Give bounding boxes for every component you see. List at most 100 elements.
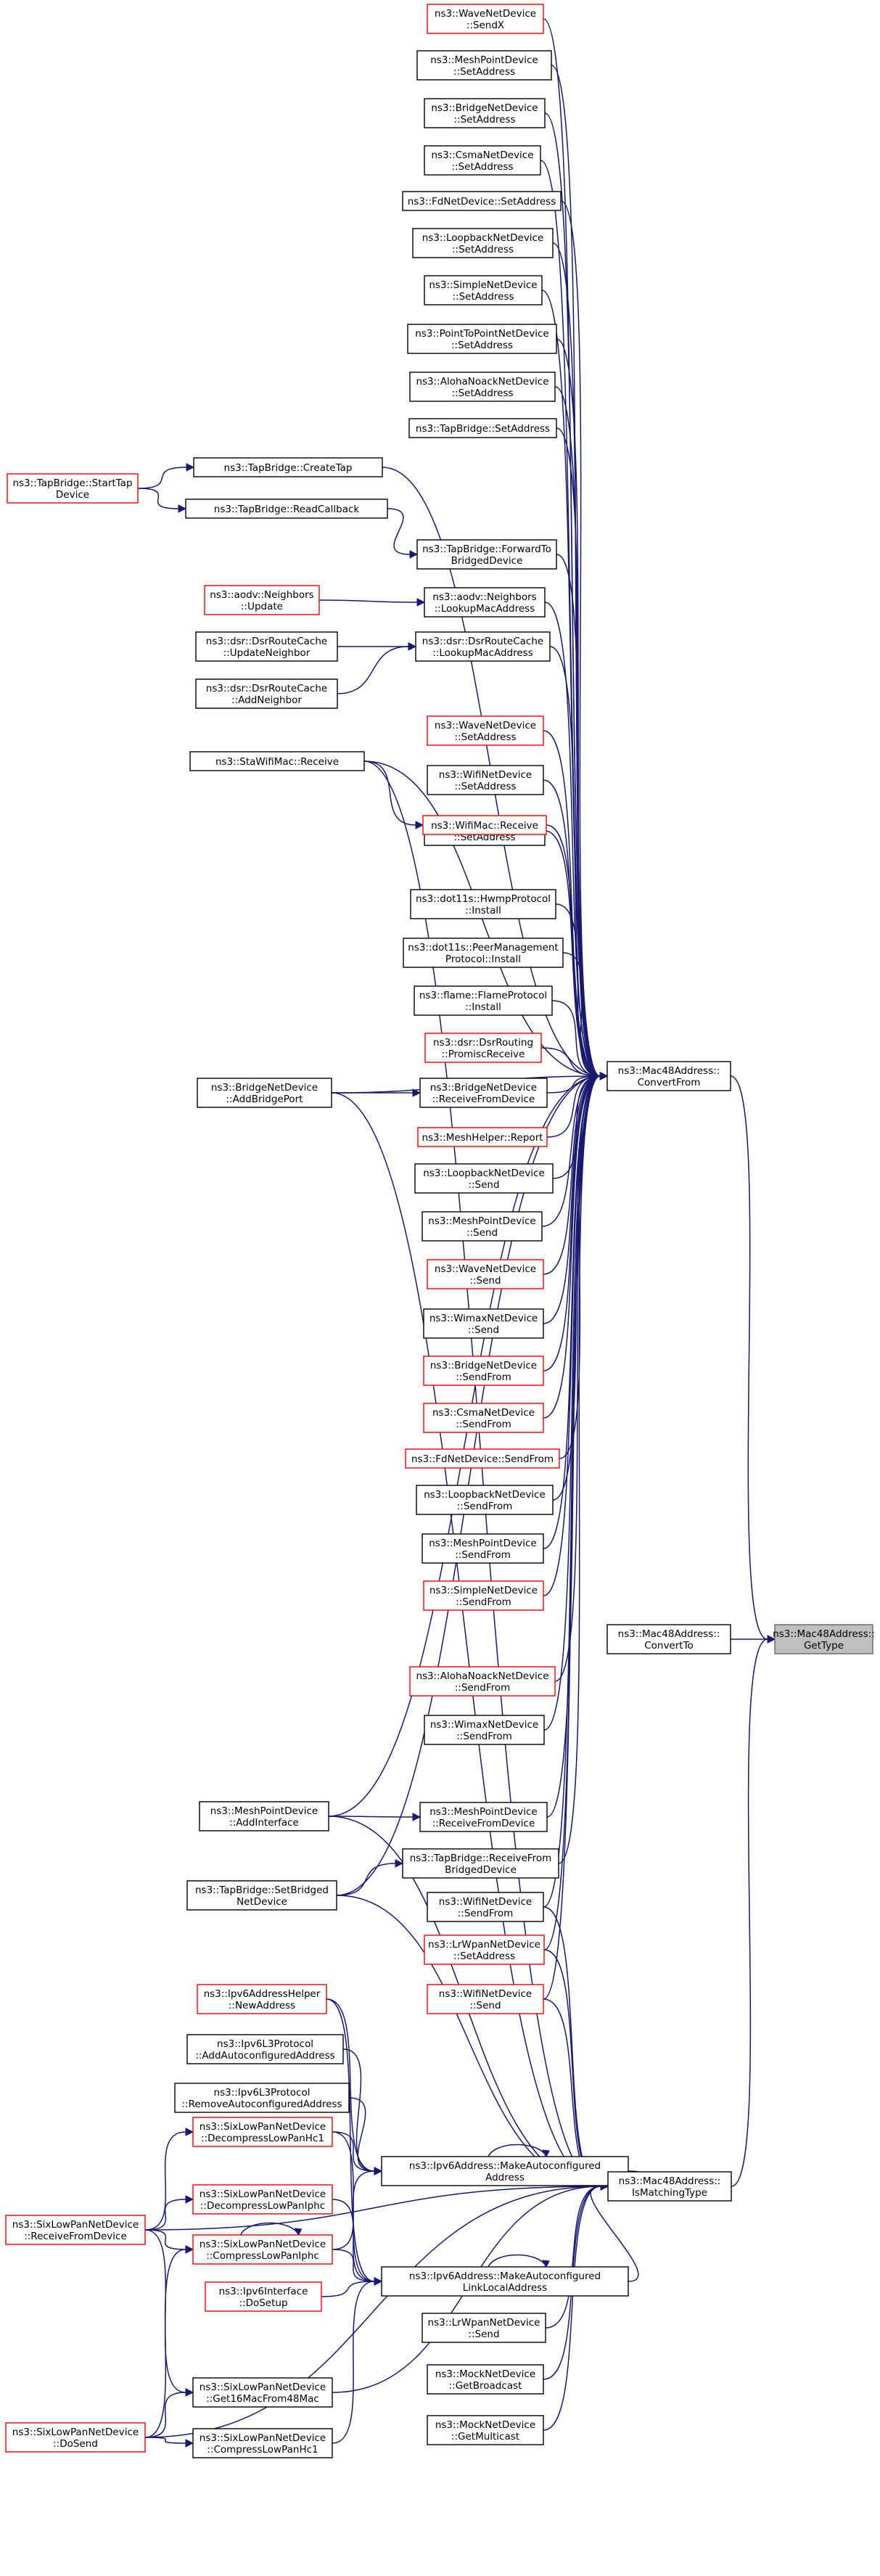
arrowhead-n67-to-n61 [185,2245,194,2254]
function-node[interactable]: ns3::Ipv6AddressHelper::NewAddress [197,1984,327,2014]
function-node[interactable]: ns3::CsmaNetDevice::SetAddress [424,145,541,176]
node-label: ns3::CsmaNetDevice [431,149,533,161]
function-node[interactable]: ns3::Ipv6L3Protocol::RemoveAutoconfigure… [174,2083,350,2113]
function-node[interactable]: ns3::LoopbackNetDevice::Send [414,1163,554,1194]
node-label: ::SendFrom [455,1682,511,1694]
edge-n54-to-n57 [342,2048,375,2172]
function-node[interactable]: ns3::dsr::DsrRouteCache::AddNeighbor [195,678,338,709]
edge-n58-to-n43 [731,1638,768,2187]
arrowhead-n61-self [294,2228,303,2236]
function-node[interactable]: ns3::MockNetDevice::GetMulticast [427,2415,544,2445]
node-label: ns3::SixLowPanNetDevice [200,2121,326,2133]
function-node[interactable]: ns3::WaveNetDevice::Send [427,1259,544,1289]
function-node[interactable]: ns3::dot11s::HwmpProtocol::Install [410,889,556,919]
edge-n41-to-n30 [543,1075,601,1596]
function-node[interactable]: ns3::TapBridge::CreateTap [193,457,383,477]
function-node[interactable]: ns3::AlohaNoackNetDevice::SendFrom [409,1666,556,1697]
node-label: ns3::aodv::Neighbors [432,591,536,603]
function-node[interactable]: ns3::dsr::DsrRouting::PromiscReceive [424,1033,542,1063]
function-node[interactable]: ns3::WifiNetDevice::SetAddress [427,765,544,795]
arrowhead-n49-to-n48 [395,1859,404,1868]
function-node[interactable]: ns3::MeshPointDevice::ReceiveFromDevice [419,1802,548,1832]
node-box [424,98,546,128]
node-label: ::DecompressLowPanHc1 [201,2133,324,2144]
node-label: ::SetAddress [451,387,513,399]
node-label: ::CompressLowPanIphc [206,2250,319,2262]
function-node[interactable]: ns3::dsr::DsrRouteCache::LookupMacAddres… [415,631,551,662]
function-node[interactable]: ns3::SixLowPanNetDevice::CompressLowPanI… [192,2234,333,2265]
function-node[interactable]: ns3::Mac48Address::IsMatchingType [607,2171,732,2202]
function-node[interactable]: ns3::WimaxNetDevice::SendFrom [424,1715,545,1745]
node-label: ns3::FdNetDevice::SetAddress [408,196,556,208]
function-node[interactable]: ns3::flame::FlameProtocol::Install [414,985,553,1016]
node-label: ::SetAddress [453,114,515,126]
node-box [409,372,556,402]
node-label: ns3::TapBridge::SetAddress [416,423,550,435]
function-node[interactable]: ns3::MeshPointDevice::AddInterface [199,1801,329,1831]
function-node[interactable]: ns3::CsmaNetDevice::SendFrom [423,1403,544,1433]
function-node[interactable]: ns3::Mac48Address::ConvertFrom [606,1061,731,1091]
function-node[interactable]: ns3::BridgeNetDevice::SetAddress [424,98,546,128]
node-box [606,1061,731,1091]
function-node[interactable]: ns3::BridgeNetDevice::SendFrom [423,1355,544,1386]
node-label: ns3::MeshPointDevice [430,54,538,66]
function-node[interactable]: ns3::StaWifiMac::Receive [189,751,365,771]
node-label: ::SetAddress [454,731,516,743]
node-label: ns3::MeshPointDevice [429,1538,537,1549]
function-node[interactable]: ns3::TapBridge::SetAddress [408,418,557,438]
function-node[interactable]: ns3::MeshPointDevice::Send [422,1211,543,1242]
function-node[interactable]: ns3::Ipv6Interface::DoSetup [205,2281,322,2312]
function-node[interactable]: ns3::FdNetDevice::SendFrom [405,1448,560,1469]
node-label: ::SendFrom [456,1371,511,1383]
function-node[interactable]: ns3::MeshPointDevice::SetAddress [416,50,552,81]
function-node[interactable]: ns3::Ipv6Address::MakeAutoconfiguredAddr… [381,2156,629,2186]
function-node[interactable]: ns3::Ipv6L3Protocol::AddAutoconfiguredAd… [186,2034,344,2064]
function-node[interactable]: ns3::PointToPointNetDevice::SetAddress [407,324,557,354]
function-node[interactable]: ns3::WifiNetDevice::Send [427,1984,544,2014]
function-node[interactable]: ns3::Ipv6Address::MakeAutoconfiguredLink… [381,2266,629,2297]
function-node[interactable]: ns3::SixLowPanNetDevice::DecompressLowPa… [192,2117,333,2147]
node-label: ::DoSetup [239,2297,287,2309]
function-node[interactable]: ns3::LrWpanNetDevice::SetAddress [424,1935,545,1965]
function-node[interactable]: ns3::SixLowPanNetDevice::Get16MacFrom48M… [192,2377,333,2408]
node-label: ns3::dsr::DsrRouteCache [206,636,327,647]
function-node[interactable]: ns3::WimaxNetDevice::Send [423,1308,544,1339]
function-node[interactable]: ns3::MeshPointDevice::SendFrom [422,1533,544,1564]
function-node[interactable]: ns3::MockNetDevice::GetBroadcast [427,2364,544,2395]
function-node[interactable]: ns3::LoopbackNetDevice::SetAddress [412,228,554,258]
function-node[interactable]: ns3::Mac48Address::ConvertTo [606,1624,731,1654]
function-node[interactable]: ns3::TapBridge::ReadCallback [185,499,388,519]
function-node[interactable]: ns3::SimpleNetDevice::SendFrom [423,1580,544,1611]
function-node[interactable]: ns3::aodv::Neighbors::Update [204,585,320,615]
function-node[interactable]: ns3::LrWpanNetDevice::Send [422,2313,546,2343]
function-node[interactable]: ns3::SixLowPanNetDevice::CompressLowPanH… [192,2428,333,2458]
function-node[interactable]: ns3::dsr::DsrRouteCache::UpdateNeighbor [195,631,338,662]
function-node[interactable]: ns3::SixLowPanNetDevice::DecompressLowPa… [192,2184,333,2215]
function-node[interactable]: ns3::BridgeNetDevice::AddBridgePort [197,1078,332,1108]
edge-n27-to-n30 [540,1047,601,1077]
function-node[interactable]: ns3::SimpleNetDevice::SetAddress [424,275,543,305]
function-node[interactable]: ns3::MeshHelper::Report [417,1127,548,1147]
function-node[interactable]: ns3::FdNetDevice::SetAddress [402,191,562,211]
node-label: ns3::flame::FlameProtocol [419,990,547,1001]
function-node[interactable]: ns3::BridgeNetDevice::ReceiveFromDevice [419,1078,548,1108]
edge-n18-to-n17 [337,646,409,694]
node-label: ::GetMulticast [451,2431,519,2442]
root-node[interactable]: ns3::Mac48Address::GetType [773,1624,875,1654]
function-node[interactable]: ns3::WaveNetDevice::SetAddress [427,715,544,746]
node-box [415,631,551,662]
function-node[interactable]: ns3::dot11s::PeerManagementProtocol::Ins… [403,938,564,968]
function-node[interactable]: ns3::AlohaNoackNetDevice::SetAddress [409,372,556,402]
function-node[interactable]: ns3::LoopbackNetDevice::SendFrom [416,1485,554,1515]
function-node[interactable]: ns3::WaveNetDevice::SendX [427,4,544,34]
function-node[interactable]: ns3::SixLowPanNetDevice::DoSend [5,2422,146,2453]
function-node[interactable]: ns3::aodv::Neighbors::LookupMacAddress [424,587,546,618]
node-box [416,539,557,570]
function-node[interactable]: ns3::SixLowPanNetDevice::ReceiveFromDevi… [5,2215,146,2245]
function-node[interactable]: ns3::WifiNetDevice::SendFrom [427,1892,544,1922]
function-node[interactable]: ns3::WifiMac::Receive [422,815,547,835]
